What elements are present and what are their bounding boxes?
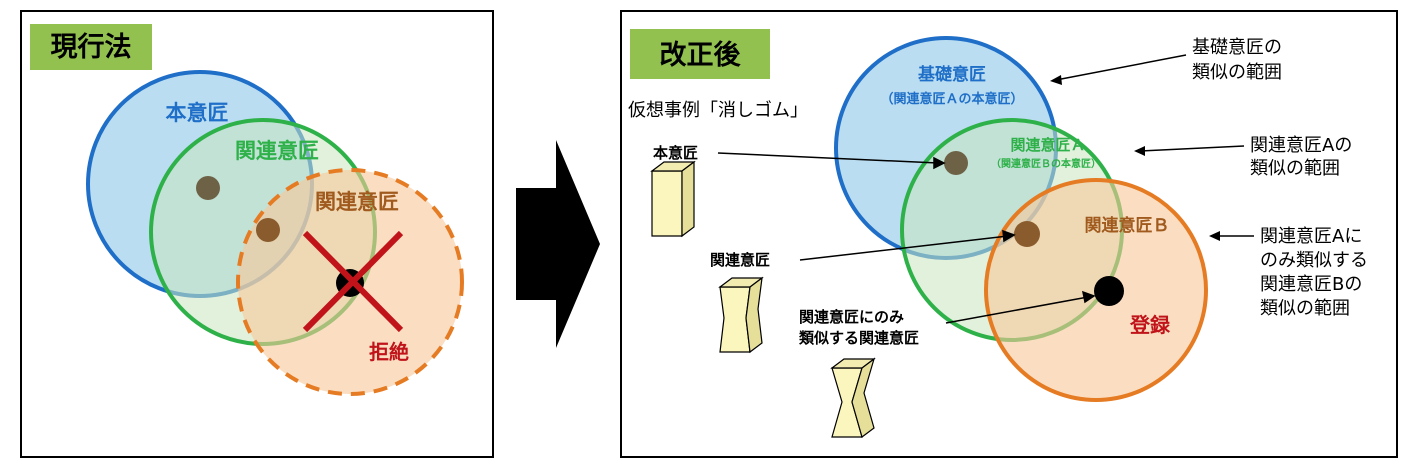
annotation-related-a-range: 関連意匠Aの 類似の範囲 (1134, 135, 1352, 179)
right-registered-dot (1094, 276, 1124, 306)
eraser-related-icon (718, 276, 764, 354)
svg-text:関連意匠Aの: 関連意匠Aの (1250, 135, 1352, 156)
related-b-label: 関連意匠Ｂ (1085, 215, 1170, 236)
object-only-similar-label-1: 関連意匠にのみ (799, 308, 904, 326)
object-related-label: 関連意匠 (710, 251, 770, 269)
right-panel: 改正後 仮想事例「消しゴム」 基礎意匠 （関連意匠Ａの本意匠） 関連意匠Ａ （関… (620, 10, 1398, 458)
annotation-base-range: 基礎意匠の 類似の範囲 (1050, 37, 1282, 85)
annotation-related-b-range: 関連意匠Aに のみ類似する 関連意匠Bの 類似の範囲 (1209, 226, 1368, 319)
svg-text:のみ類似する: のみ類似する (1260, 250, 1368, 271)
right-main-dot (944, 151, 968, 175)
svg-text:関連意匠Aに: 関連意匠Aに (1260, 226, 1362, 247)
example-label: 仮想事例「消しゴム」 (628, 100, 808, 121)
base-design-sublabel: （関連意匠Ａの本意匠） (880, 91, 1023, 107)
left-related2-label: 関連意匠 (315, 190, 399, 214)
svg-text:関連意匠Bの: 関連意匠Bの (1260, 274, 1362, 295)
right-title: 改正後 (660, 40, 742, 71)
related-a-label: 関連意匠Ａ (1010, 136, 1085, 154)
left-title-box (30, 24, 152, 70)
rejection-label: 拒絶 (369, 340, 409, 364)
svg-text:類似の範囲: 類似の範囲 (1250, 158, 1340, 179)
left-related-label: 関連意匠 (235, 139, 319, 163)
left-panel: 現行法 本意匠 関連意匠 関連意匠 拒絶 (20, 10, 494, 458)
left-related-dot (256, 218, 280, 242)
object-main-label: 本意匠 (653, 144, 698, 162)
right-related-dot (1014, 221, 1040, 247)
rejection-cross (302, 230, 404, 333)
related-a-sublabel: （関連意匠Ｂの本意匠） (991, 157, 1101, 170)
object-only-similar-label-2: 類似する関連意匠 (798, 329, 919, 347)
svg-text:類似の範囲: 類似の範囲 (1192, 62, 1282, 83)
svg-text:基礎意匠の: 基礎意匠の (1192, 37, 1282, 58)
object-pointers (717, 152, 1096, 324)
left-title: 現行法 (51, 31, 132, 63)
eraser-only-similar-icon (830, 357, 876, 439)
right-title-box (630, 29, 770, 79)
eraser-main-icon (650, 160, 696, 238)
transition-arrow (516, 140, 600, 348)
left-main-dot (196, 176, 220, 200)
registration-label: 登録 (1129, 313, 1171, 337)
svg-text:類似の範囲: 類似の範囲 (1260, 298, 1350, 319)
base-design-label: 基礎意匠 (917, 64, 986, 85)
left-main-label: 本意匠 (166, 101, 229, 125)
